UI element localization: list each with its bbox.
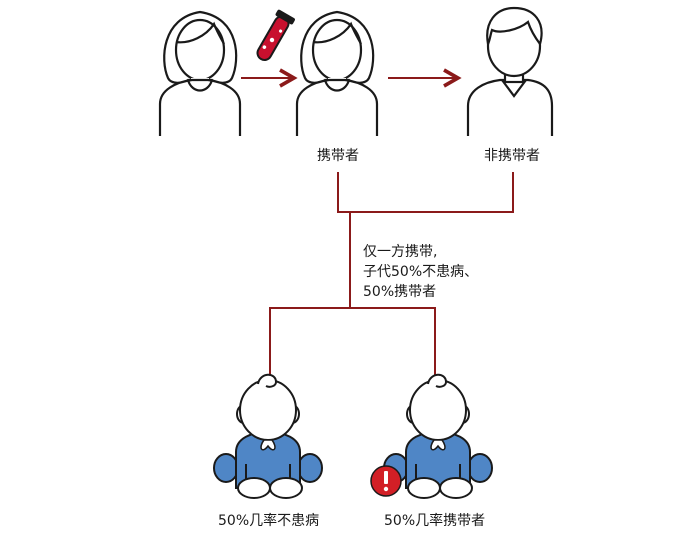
child-healthy-label: 50%几率不患病 — [218, 513, 320, 529]
carrier-label: 携带者 — [317, 148, 359, 164]
inheritance-note-line2: 子代50%不患病、 — [363, 264, 479, 280]
baby-icon — [383, 373, 493, 499]
woman-icon — [158, 10, 242, 136]
man-icon — [466, 6, 554, 136]
warning-icon — [370, 465, 402, 497]
inheritance-note-line1: 仅一方携带, — [363, 244, 438, 260]
child-carrier-label: 50%几率携带者 — [384, 513, 486, 529]
pedigree-lines — [269, 172, 514, 398]
woman-icon — [295, 10, 379, 136]
inheritance-note-line3: 50%携带者 — [363, 284, 437, 300]
test-tube-icon — [256, 9, 295, 61]
baby-icon — [213, 373, 323, 499]
noncarrier-label: 非携带者 — [484, 148, 540, 164]
